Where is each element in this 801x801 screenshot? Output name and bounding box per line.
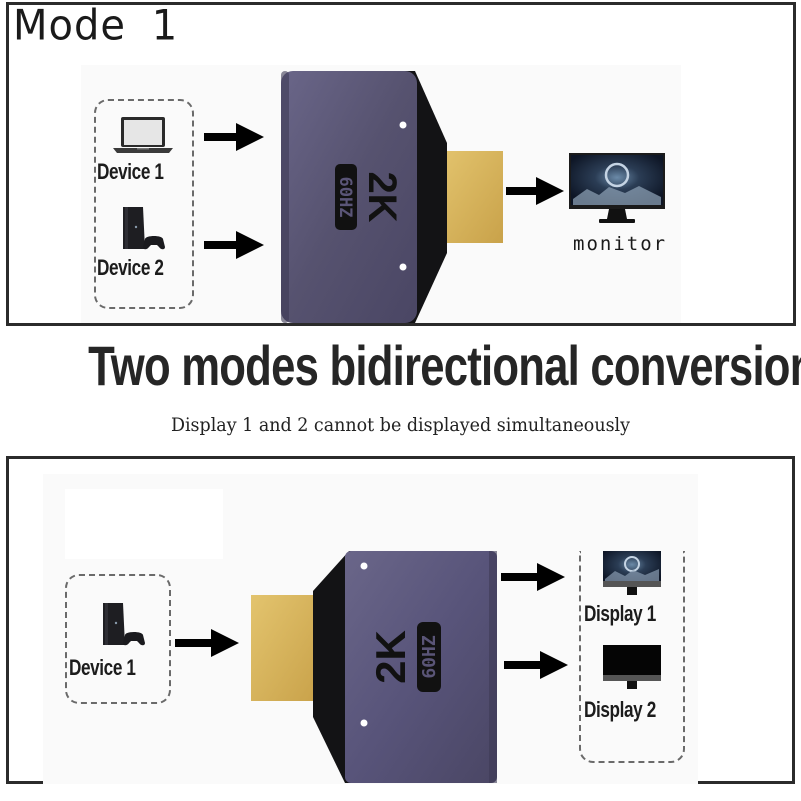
mode-1-panel: Mode 1 Device 1 Device 2 [6,2,796,326]
hdmi-splitter-adapter: 2K 60HZ [271,67,511,327]
input-devices-group [94,99,194,309]
game-console-icon [99,601,149,649]
blank-area [65,489,223,559]
output-displays-group [579,551,685,763]
resolution-label: 2K [360,171,404,222]
refresh-rate-label: 60HZ [419,635,440,679]
laptop-icon [111,115,175,155]
arrow-right-icon [175,629,239,657]
game-console-icon [119,205,169,253]
display-2-label: Display 2 [584,697,656,722]
subheadline: Display 1 and 2 cannot be displayed simu… [170,414,631,436]
device-2-label: Device 2 [97,255,164,280]
device-1-label: Device 1 [69,655,136,680]
arrow-right-icon [204,123,264,151]
headline: Two modes bidirectional conversion [88,334,801,397]
monitor-off-icon [603,645,663,691]
arrow-right-icon [204,231,264,259]
mode-2-panel: Device 1 2K [6,456,795,784]
monitor-icon [603,551,663,597]
arrow-right-icon [504,651,568,679]
display-1-label: Display 1 [584,601,656,626]
refresh-rate-label: 60HZ [335,177,355,218]
device-1-label: Device 1 [97,159,164,184]
resolution-label: 2K [367,630,414,684]
input-device-group [65,574,171,704]
arrow-right-icon [506,177,564,205]
mode-title: Mode 1 [13,1,179,51]
monitor-label: monitor [573,233,668,255]
monitor-icon [569,153,665,225]
hdmi-splitter-adapter: 2K 60HZ [241,547,501,787]
arrow-right-icon [501,563,565,591]
